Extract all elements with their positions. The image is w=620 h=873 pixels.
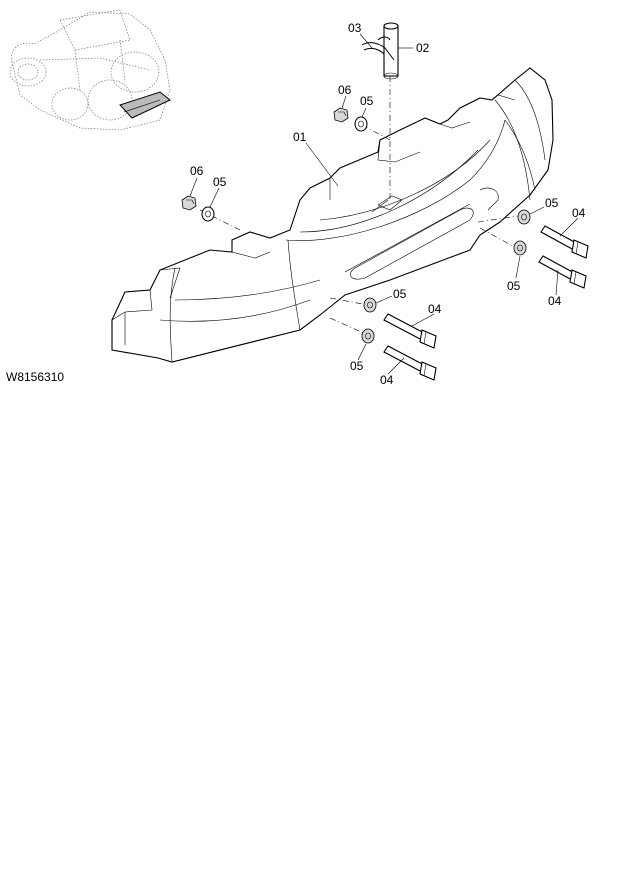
callout-labels: 03 02 06 05 01 06 05 05 04 05 04 05 04 0… xyxy=(6,21,586,387)
bolt-part-04-bottom-upper xyxy=(383,313,437,349)
callout-06-upper: 06 xyxy=(338,83,352,97)
callout-05-right-upper: 05 xyxy=(545,196,559,210)
callout-06-left: 06 xyxy=(190,164,204,178)
callout-04-bottom-upper: 04 xyxy=(428,302,442,316)
nut-part-06-upper xyxy=(333,107,349,123)
tractor-locator-thumbnail xyxy=(9,9,171,131)
washer-part-05-upper xyxy=(354,116,368,132)
callout-04-bottom-lower: 04 xyxy=(380,373,394,387)
callout-05-upper: 05 xyxy=(360,94,374,108)
nut-part-06-left xyxy=(181,195,197,211)
washer-part-05-bottom-upper xyxy=(363,297,377,313)
bolt-part-04-right-upper xyxy=(540,225,589,259)
leader-lines xyxy=(189,33,579,375)
washer-part-05-right-lower xyxy=(513,240,527,256)
bolt-part-04-bottom-lower xyxy=(383,345,437,381)
washer-part-05-bottom-lower xyxy=(361,328,375,344)
callout-03: 03 xyxy=(348,21,362,35)
callout-02: 02 xyxy=(416,41,430,55)
callout-04-right-upper: 04 xyxy=(572,206,586,220)
callout-04-right-lower: 04 xyxy=(548,294,562,308)
washer-part-05-left xyxy=(201,206,215,222)
washer-part-05-right-upper xyxy=(517,209,531,225)
clip-part-03 xyxy=(361,36,395,61)
counterweight-body xyxy=(111,67,554,363)
bolt-part-04-right-lower xyxy=(538,255,587,289)
callout-01: 01 xyxy=(293,130,307,144)
pin-part-02 xyxy=(383,22,399,80)
callout-05-right-lower: 05 xyxy=(507,279,521,293)
callout-05-bottom-lower: 05 xyxy=(350,359,364,373)
figure-code: W8156310 xyxy=(6,370,64,384)
callout-05-left: 05 xyxy=(213,175,227,189)
callout-05-bottom-upper: 05 xyxy=(393,287,407,301)
